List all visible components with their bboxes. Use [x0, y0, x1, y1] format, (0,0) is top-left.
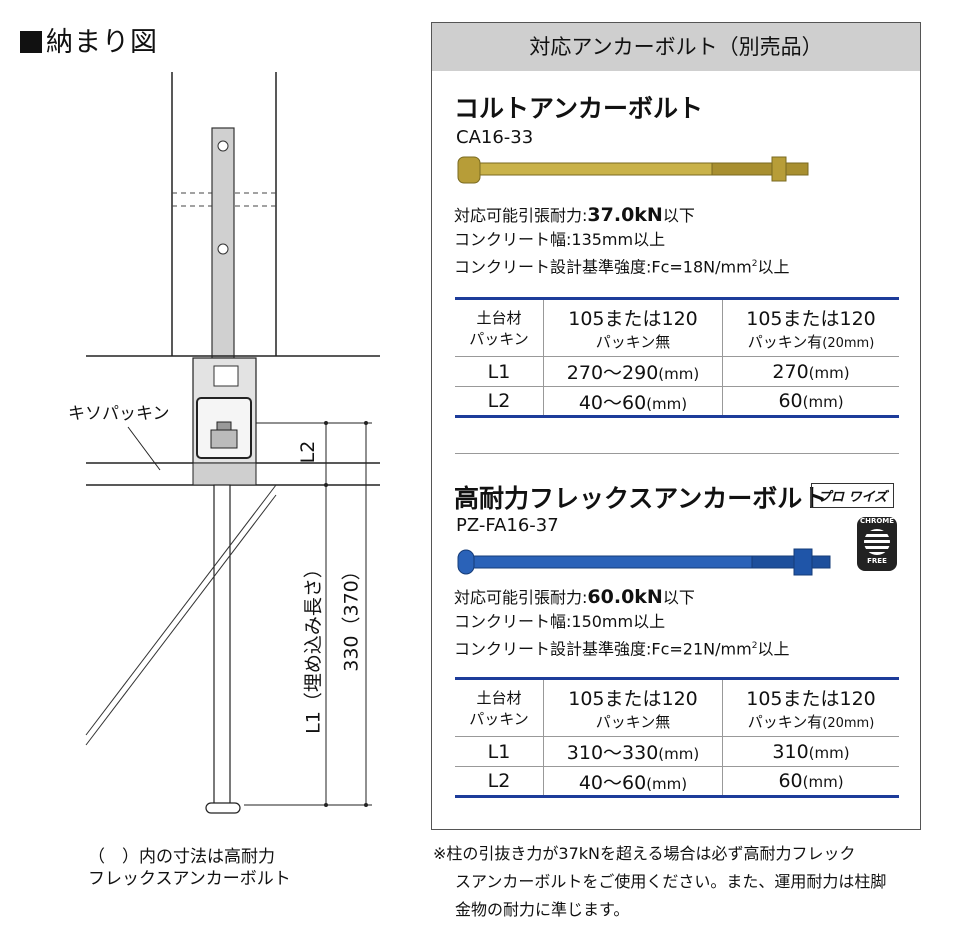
product-divider [455, 453, 899, 454]
l1-dimension-label: L1（埋め込み長さ） [302, 559, 325, 734]
table-cell: 40〜60(mm) [543, 386, 723, 418]
table-cell: 60(mm) [722, 766, 899, 798]
foundation-packing [192, 462, 257, 486]
strength-spec: 対応可能引張耐力:60.0kN以下 [454, 586, 695, 608]
anchor-bolt-panel: 対応アンカーボルト（別売品） コルトアンカーボルト CA16-33 対応可能引張… [431, 22, 921, 830]
installation-diagram [85, 72, 380, 814]
strap-hole-upper [217, 140, 229, 152]
rebar-line-2 [85, 494, 277, 746]
anchor-bolt-shaft [213, 484, 231, 806]
dim-dot [324, 421, 328, 425]
l2-dimension-label: L2 [297, 440, 319, 464]
footnote-line-1: ※柱の引抜き力が37kNを超える場合は必ず高耐力フレック [433, 844, 856, 863]
washer-shape [216, 421, 232, 431]
figure-note-line-2: フレックスアンカーボルト [88, 869, 291, 889]
table-cell: 310(mm) [722, 736, 899, 767]
bolt-shaft [469, 555, 783, 569]
width-spec: コンクリート幅:135mm以上 [454, 230, 666, 249]
product-name: コルトアンカーボルト [454, 94, 704, 123]
bolt-nut [771, 156, 787, 182]
figure-note: （ ）内の寸法は高耐力 フレックスアンカーボルト [88, 846, 291, 890]
dim-dot [324, 483, 328, 487]
table-row: L1 310〜330(mm) 310(mm) [455, 736, 899, 767]
table-cell: 60(mm) [722, 386, 899, 418]
table-row: L2 40〜60(mm) 60(mm) [455, 766, 899, 798]
table-header-cell: 土台材パッキン [455, 297, 544, 357]
table-row: L1 270〜290(mm) 270(mm) [455, 356, 899, 387]
table-row-label: L1 [455, 736, 544, 767]
table-row-label: L2 [455, 386, 544, 418]
globe-icon [864, 529, 890, 555]
table-row: L2 40〜60(mm) 60(mm) [455, 386, 899, 418]
anchor-bolt-head [205, 802, 241, 814]
bolt-thread [711, 162, 809, 176]
figure-note-line-1: （ ）内の寸法は高耐力 [88, 847, 275, 867]
packing-leader-line [127, 426, 161, 471]
colt-anchor-bolt-image [457, 156, 809, 184]
bolt-head [457, 156, 481, 184]
table-cell: 270〜290(mm) [543, 356, 723, 387]
chrome-free-icon: CHROME FREE [857, 517, 897, 571]
footnote: ※柱の引抜き力が37kNを超える場合は必ず高耐力フレック スアンカーボルトをご使… [433, 840, 933, 924]
table-row-label: L2 [455, 766, 544, 798]
bolt-nut [793, 548, 813, 576]
dim-dot [324, 803, 328, 807]
figure-title-text: 納まり図 [46, 27, 158, 58]
strength-spec: 対応可能引張耐力:37.0kN以下 [454, 204, 695, 226]
bolt-thread [751, 555, 831, 569]
strap-hole-lower [217, 243, 229, 255]
total-dimension-label: 330（370） [340, 561, 363, 672]
product-specs: 対応可能引張耐力:60.0kN以下 コンクリート幅:150mm以上 コンクリート… [454, 585, 789, 661]
footnote-line-2: スアンカーボルトをご使用ください。また、運用耐力は柱脚 [455, 872, 887, 891]
figure-title: 納まり図 [20, 20, 158, 59]
product-specs: 対応可能引張耐力:37.0kN以下 コンクリート幅:135mm以上 コンクリート… [454, 203, 789, 279]
design-strength-spec: コンクリート設計基準強度:Fc=18N/mm2以上 [454, 257, 790, 277]
table-cell: 310〜330(mm) [543, 736, 723, 767]
dim-dot [364, 803, 368, 807]
packing-label: キソパッキン [68, 404, 170, 424]
square-bullet-icon [20, 31, 42, 53]
table-header-cell: 土台材パッキン [455, 677, 544, 737]
table-row-label: L1 [455, 356, 544, 387]
product-code: CA16-33 [456, 127, 534, 148]
flex-anchor-bolt-image [457, 548, 831, 576]
table-cell: 40〜60(mm) [543, 766, 723, 798]
product-name: 高耐力フレックスアンカーボルト [454, 484, 828, 513]
bolt-head [457, 549, 475, 575]
rebar-line-1 [85, 484, 277, 736]
footnote-line-3: 金物の耐力に準じます。 [455, 900, 630, 919]
product-code: PZ-FA16-37 [456, 515, 559, 536]
dim-dot [364, 421, 368, 425]
width-spec: コンクリート幅:150mm以上 [454, 612, 666, 631]
design-strength-spec: コンクリート設計基準強度:Fc=21N/mm2以上 [454, 639, 790, 659]
pro-wise-badge: プロ ワイズ [811, 483, 895, 508]
panel-header: 対応アンカーボルト（別売品） [432, 23, 920, 71]
nut-shape [210, 429, 238, 449]
bracket-window [213, 365, 239, 387]
table-cell: 270(mm) [722, 356, 899, 387]
